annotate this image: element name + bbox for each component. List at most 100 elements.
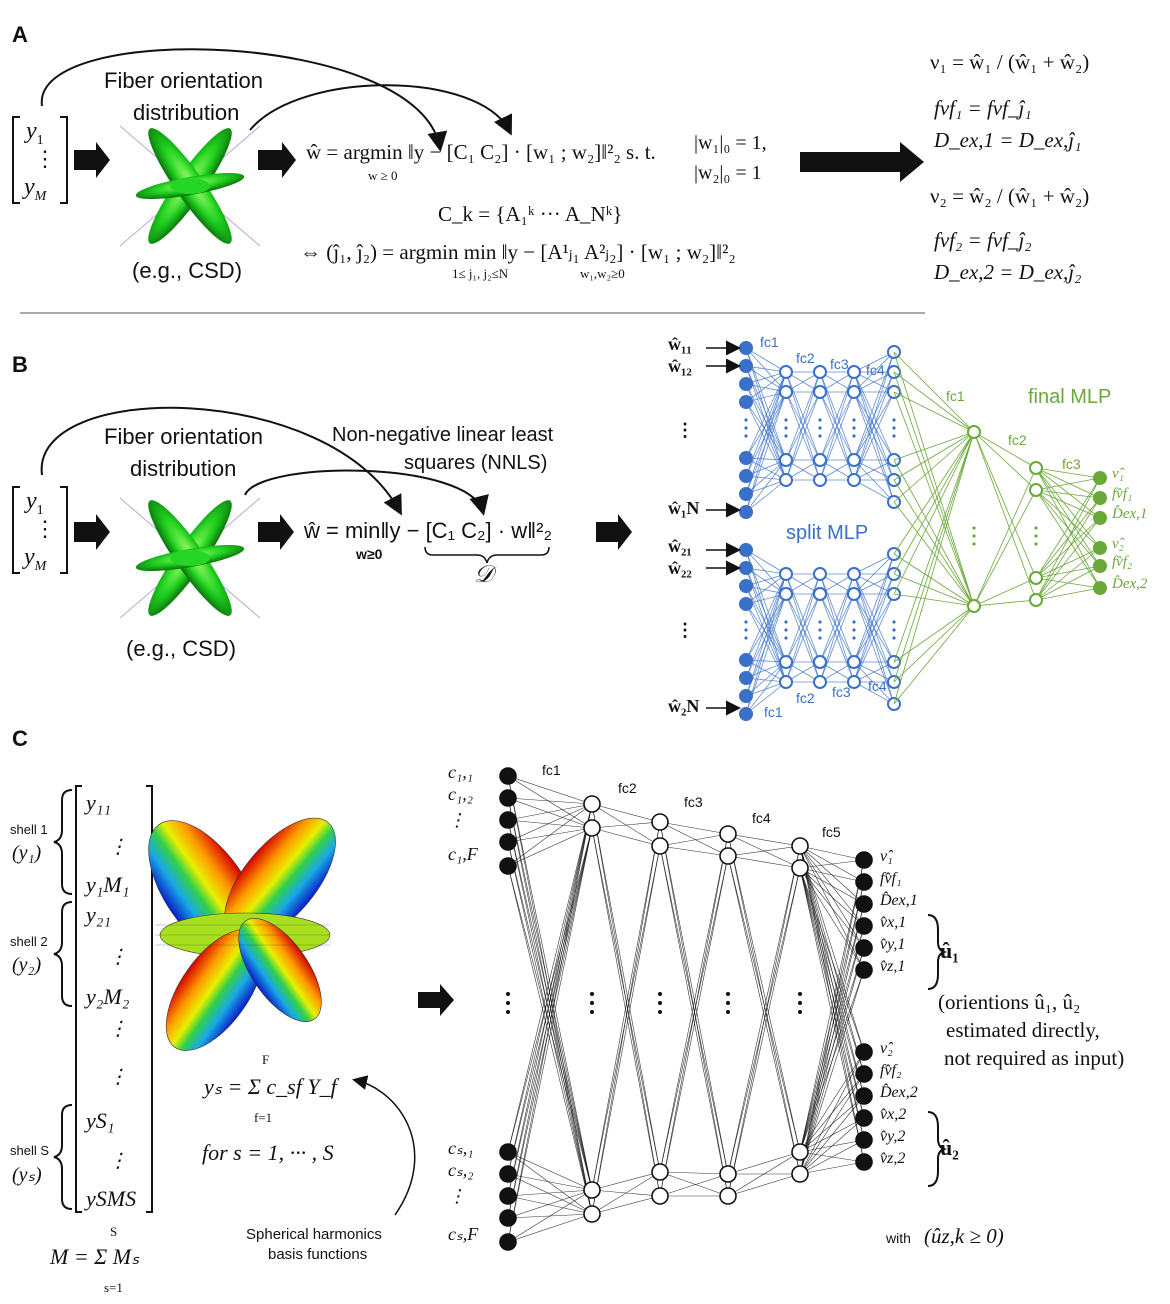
edge-final	[973, 431, 1037, 491]
input-node	[739, 469, 753, 483]
edge-c	[799, 859, 865, 1153]
vector-entry: ⋮	[108, 836, 128, 858]
edge-c	[591, 803, 661, 1173]
input-node	[499, 857, 517, 875]
edge-final	[893, 459, 975, 607]
dictionary-symbol: 𝒟	[474, 562, 494, 588]
vector-entry: y₁M₁	[86, 872, 130, 897]
ellipsis-dot	[744, 434, 748, 438]
hidden-node	[583, 1205, 601, 1223]
edge-c	[591, 1195, 661, 1215]
edge-c	[507, 797, 593, 1191]
edge-split-top	[853, 479, 895, 503]
ellipsis-dot	[744, 418, 748, 422]
edge-c	[659, 845, 729, 857]
hidden-node	[719, 1165, 737, 1183]
edge-c	[507, 827, 593, 1243]
panel-a-equation-2-sub2: w₁,w₂≥0	[580, 266, 625, 281]
edge-split-bot	[745, 661, 787, 715]
edge-c	[799, 845, 865, 861]
panel-b-equation-sub: w≥0	[356, 546, 383, 562]
vec-b-top-sub: 1	[36, 502, 44, 518]
for-s-range: for s = 1, ··· , S	[202, 1140, 334, 1165]
edge-c	[659, 821, 729, 1175]
hidden-node	[779, 385, 793, 399]
output-label: ν̂₁	[1112, 466, 1124, 482]
output-node	[1093, 541, 1107, 555]
panel-c-block-arrow	[418, 984, 454, 1016]
output-label-top: D̂ex,1	[880, 892, 918, 909]
hidden-node	[791, 1143, 809, 1161]
input-label-top: ŵ₁₁	[668, 334, 692, 354]
edge-c	[659, 833, 729, 847]
edge-c	[507, 797, 593, 829]
edge-c	[507, 775, 593, 829]
input-node	[739, 505, 753, 519]
edge-final	[973, 431, 1037, 579]
hidden-node	[813, 675, 827, 689]
panel-a-equation-1: ŵ = argmin ‖y − [C₁ C₂] · [w₁ ; w₂]‖²₂ s…	[306, 140, 656, 164]
ellipsis-dot	[1034, 526, 1038, 530]
hidden-node	[813, 453, 827, 467]
edge-c	[591, 821, 661, 1215]
input-node	[739, 561, 753, 575]
panel-b-fod-subtitle: distribution	[130, 456, 237, 481]
edge-final	[893, 351, 975, 433]
edge-final	[893, 605, 975, 683]
sh-label-1: Spherical harmonics	[246, 1226, 382, 1243]
edge-final	[973, 577, 1037, 607]
hidden-node	[847, 567, 861, 581]
ellipsis-dot	[892, 434, 896, 438]
panel-b-block-arrows	[74, 514, 632, 550]
ellipsis-dot	[892, 418, 896, 422]
edge-split-top	[853, 459, 895, 481]
edge-final	[1035, 517, 1101, 579]
panel-a-fod-subtitle: distribution	[133, 100, 240, 125]
edge-c	[799, 859, 865, 1175]
panel-a-equation-2: ⇔ (ĵ₁, ĵ₂) = argmin min ‖y − [A¹ⱼ₁ A²ⱼ₂]…	[300, 240, 736, 264]
vector-entry: ⋮	[108, 1066, 128, 1088]
edge-final	[893, 431, 975, 461]
input-node	[499, 1165, 517, 1183]
panel-a-block-arrows	[74, 142, 924, 182]
edge-split-top	[785, 391, 821, 481]
edge-c	[507, 803, 593, 1219]
ellipsis-dot	[972, 526, 976, 530]
edge-c	[799, 1095, 865, 1175]
hidden-node	[813, 587, 827, 601]
input-node	[499, 1143, 517, 1161]
edge-final	[1035, 497, 1101, 601]
vector-entry: y₂₁	[86, 902, 112, 927]
edge-c	[727, 855, 801, 1153]
edge-c	[799, 925, 865, 1175]
edge-c	[799, 969, 865, 1175]
panel-a-fod-glyph	[119, 125, 261, 247]
ellipsis-dot	[784, 628, 788, 632]
hidden-node	[779, 473, 793, 487]
edge-final	[1035, 565, 1101, 601]
edge-split-top	[819, 391, 855, 481]
edge-c	[727, 855, 801, 1175]
panel-b-input-vector: y1 ⋮ yM	[12, 486, 68, 574]
edge-c	[799, 867, 865, 971]
edge-split-bot	[745, 573, 787, 715]
shell-s-label: shell S	[10, 1143, 50, 1158]
edge-c	[799, 867, 865, 949]
input-node	[739, 707, 753, 721]
shell-1-symbol: (y₁)	[12, 842, 42, 864]
hidden-node	[719, 1187, 737, 1205]
edge-split-top	[745, 371, 787, 513]
edge-c	[799, 867, 865, 883]
edge-c	[799, 867, 865, 1163]
ellipsis-dot	[1034, 542, 1038, 546]
hidden-node	[583, 795, 601, 813]
edge-c	[727, 867, 801, 1197]
edge-c	[507, 803, 593, 1243]
output-node	[855, 939, 873, 957]
edge-split-bot	[745, 573, 787, 661]
panel-a-input-vector: y1 ⋮ yM	[12, 116, 68, 204]
edge-c	[799, 859, 865, 869]
ellipsis-dot	[590, 1010, 594, 1014]
edge-c	[507, 1189, 593, 1219]
edge-final	[973, 489, 1037, 607]
